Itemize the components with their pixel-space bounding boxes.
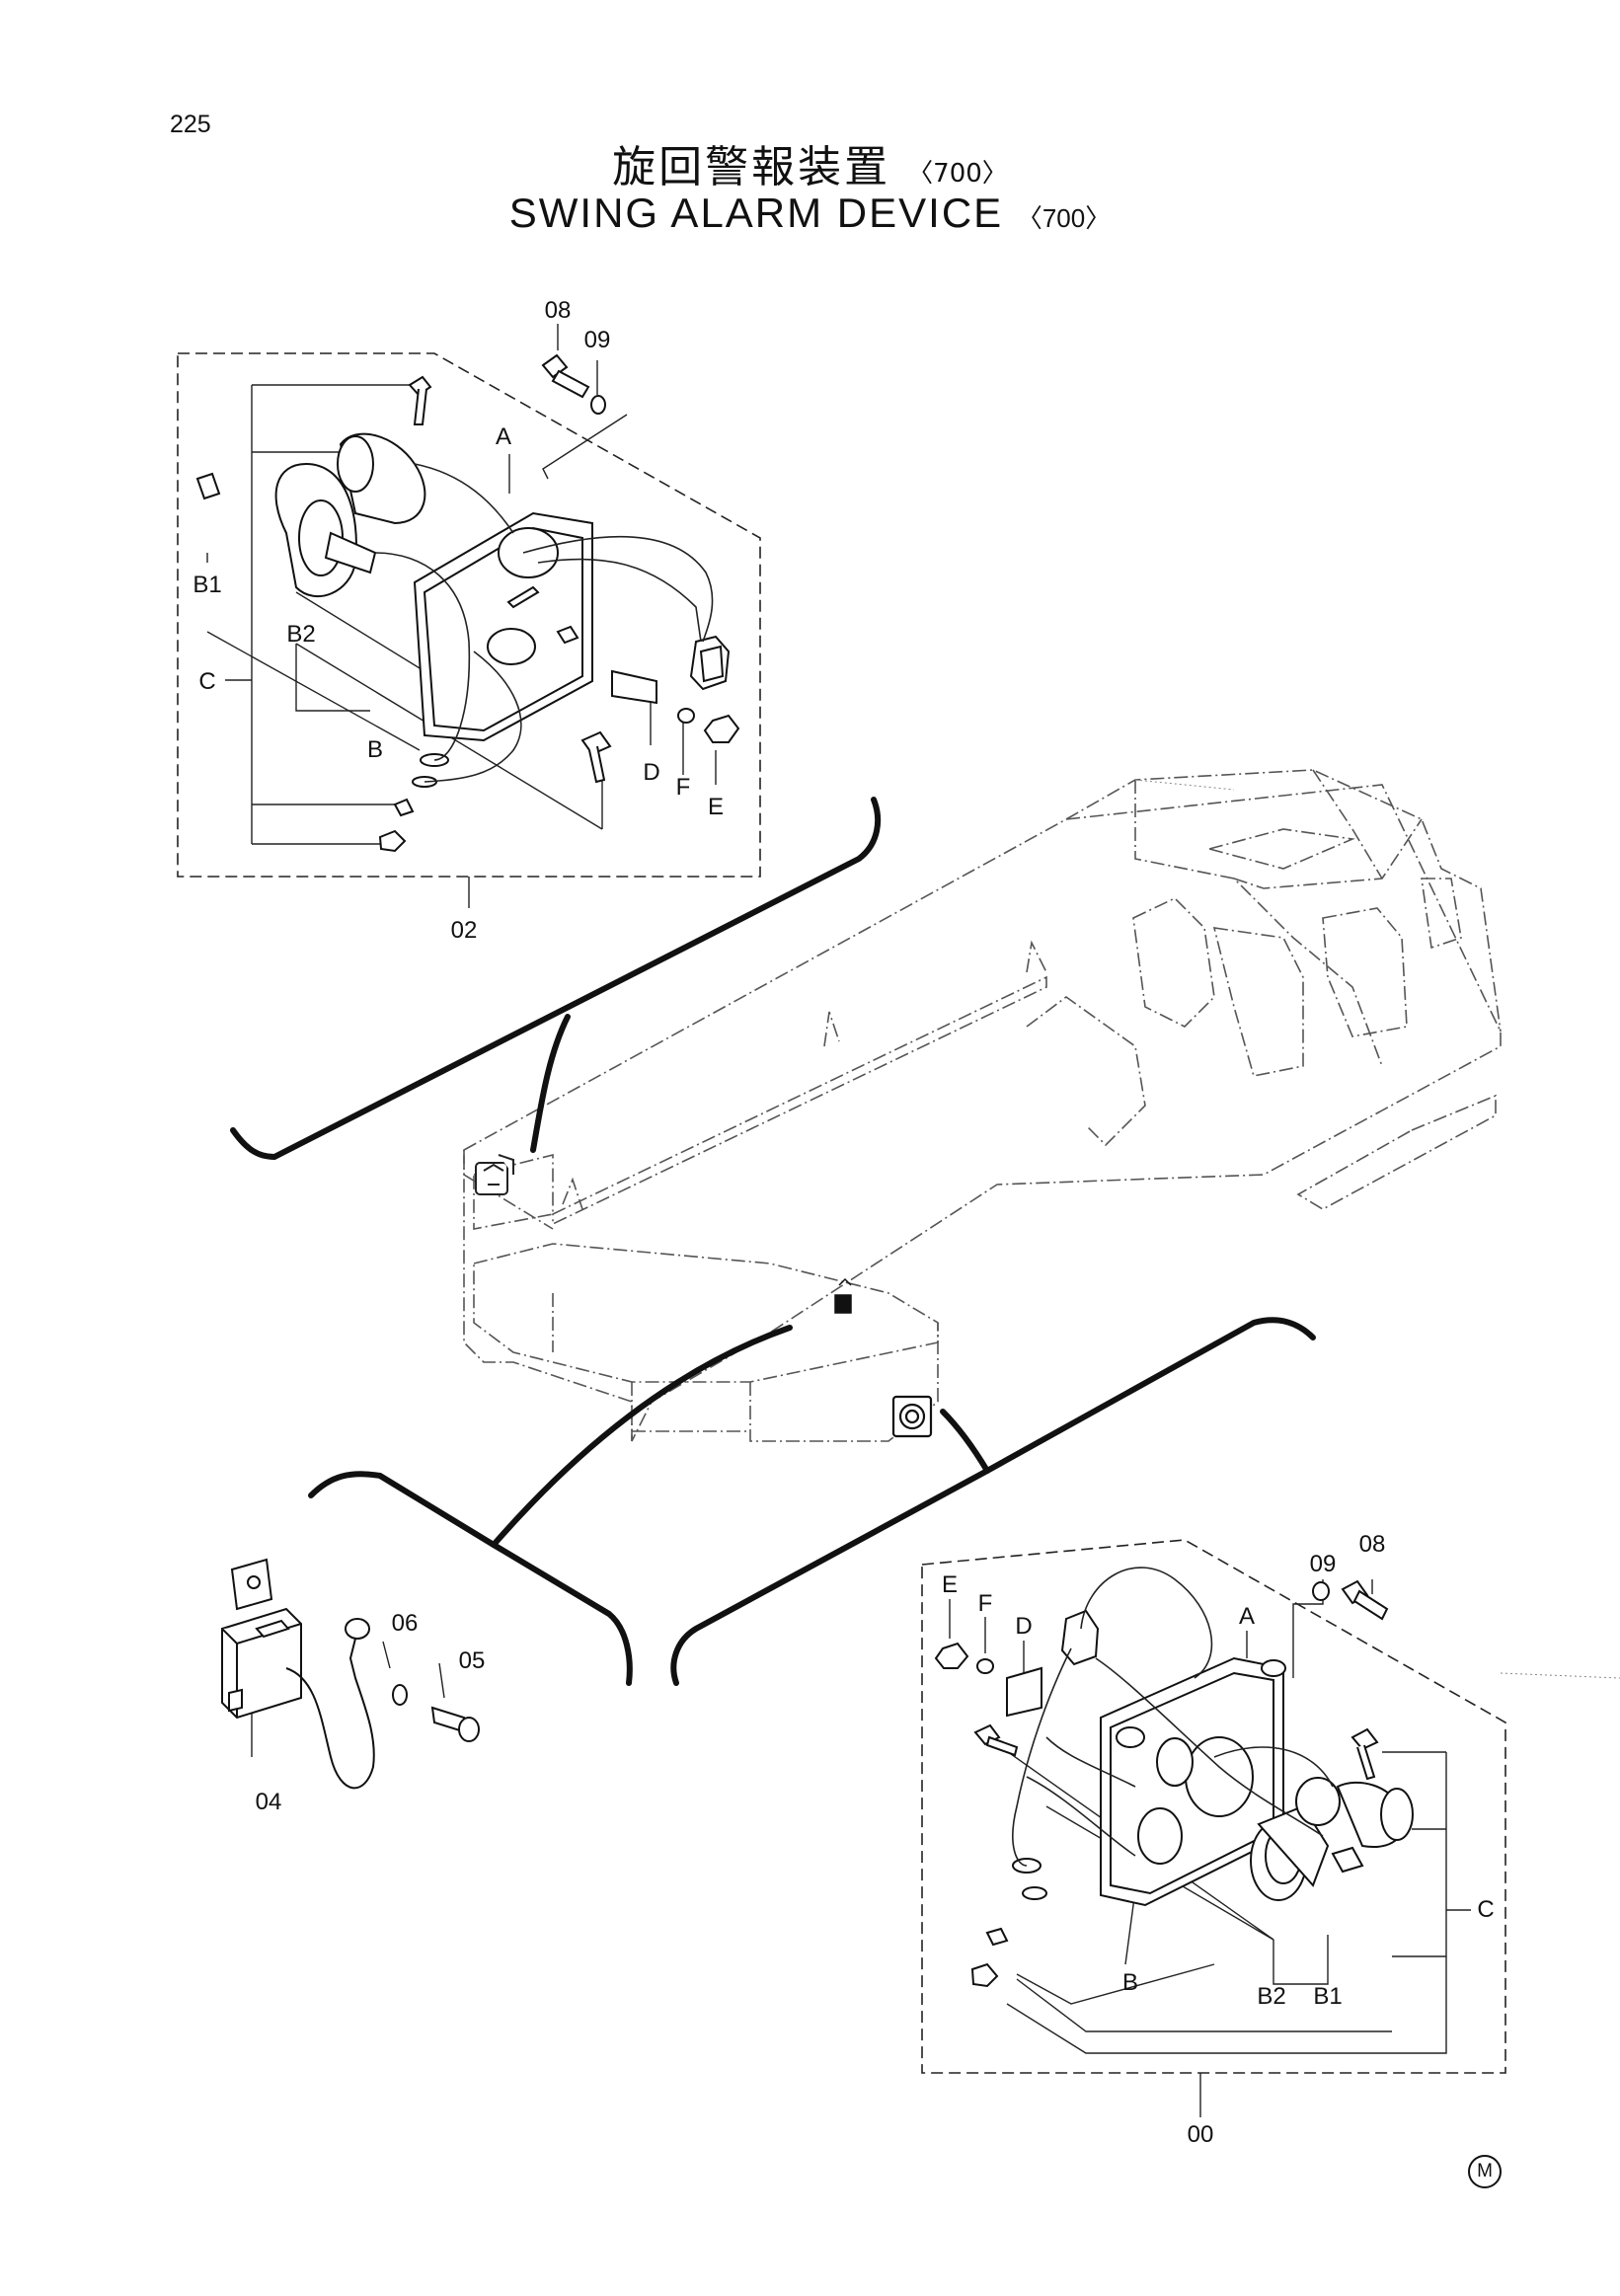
machine-outline <box>463 769 1502 1442</box>
title-ja-variant: 〈700〉 <box>907 159 1008 189</box>
lower-label-B2: B2 <box>1257 1983 1285 2010</box>
upper-assembly-parts <box>195 353 740 853</box>
upper-label-C: C <box>198 668 215 695</box>
relay-label-04: 04 <box>256 1789 282 1815</box>
lower-assembly-border <box>921 1539 1506 2074</box>
upper-label-A: A <box>496 423 511 450</box>
lower-label-C: C <box>1477 1896 1494 1923</box>
upper-label-E: E <box>708 794 724 820</box>
lower-label-08: 08 <box>1359 1531 1386 1558</box>
upper-assembly-border <box>177 352 761 878</box>
title-en-text: SWING ALARM DEVICE <box>508 190 1004 236</box>
upper-label-F: F <box>676 774 691 801</box>
title-en-variant: 〈700〉 <box>1016 203 1112 233</box>
lower-label-D: D <box>1015 1613 1032 1640</box>
upper-label-08: 08 <box>545 297 572 324</box>
upper-label-B: B <box>367 736 383 763</box>
locator-brackets <box>230 797 1316 1686</box>
relay-parts <box>221 1558 480 1790</box>
upper-assembly-leaders <box>206 324 717 908</box>
upper-label-B1: B1 <box>193 572 221 598</box>
page-title-japanese: 旋回警報装置 〈700〉 <box>0 131 1620 194</box>
relay-label-05: 05 <box>459 1647 486 1674</box>
chassis-mounted-speaker <box>891 1395 933 1438</box>
upper-bolt-08 <box>541 353 590 399</box>
lower-assembly-labels: 09 08 E F D A C B B2 B1 00 <box>942 1531 1495 2148</box>
upper-assembly-labels: 08 09 A B1 B2 C B D F E 02 <box>193 297 724 944</box>
upper-label-09: 09 <box>584 327 611 353</box>
page-number: 225 <box>170 111 211 138</box>
relay-leaders <box>251 1641 445 1757</box>
lower-label-00: 00 <box>1188 2121 1214 2148</box>
lower-label-09: 09 <box>1310 1551 1337 1577</box>
deck-mounted-unit-left <box>475 1154 514 1195</box>
upper-label-B2: B2 <box>286 621 315 648</box>
lower-assembly-parts <box>934 1579 1414 1988</box>
chassis-mounted-relay <box>834 1277 852 1314</box>
lower-label-F: F <box>978 1590 993 1617</box>
relay-label-06: 06 <box>392 1610 419 1637</box>
page-mark-m: M <box>1468 2155 1502 2188</box>
lower-label-E: E <box>942 1571 958 1598</box>
page-title-english: SWING ALARM DEVICE 〈700〉 <box>0 190 1620 237</box>
title-ja-text: 旋回警報装置 <box>612 142 891 192</box>
lower-label-A: A <box>1239 1603 1255 1630</box>
lower-assembly-wires <box>1012 1567 1334 1867</box>
upper-assembly-wires <box>374 463 714 783</box>
upper-washer-09 <box>590 395 606 415</box>
machine-cab-dotted-trim <box>1134 779 1620 1679</box>
upper-label-D: D <box>643 759 659 786</box>
relay-labels: 06 05 04 <box>256 1610 486 1815</box>
upper-label-02: 02 <box>451 917 478 944</box>
lower-label-B: B <box>1122 1969 1138 1996</box>
lower-label-B1: B1 <box>1313 1983 1342 2010</box>
